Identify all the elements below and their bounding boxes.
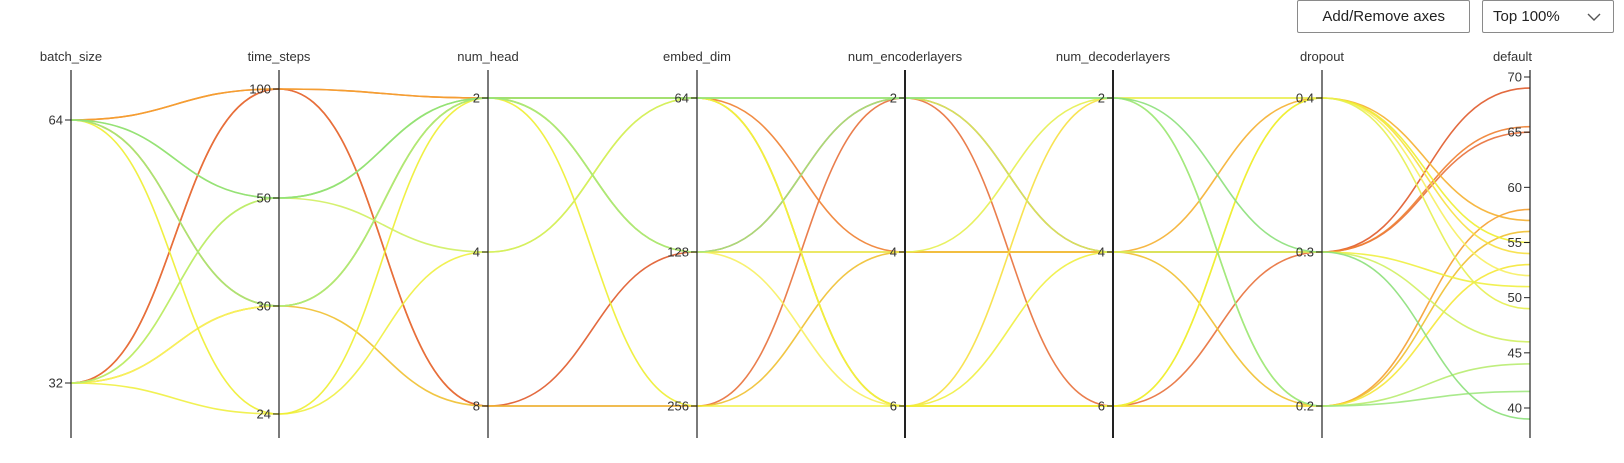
tick-label-default: 45	[1508, 345, 1522, 360]
axis-title-num_encoderlayers: num_encoderlayers	[848, 49, 963, 64]
tick-label-num_decoderlayers: 6	[1098, 399, 1105, 414]
run-line-2[interactable]	[70, 88, 1531, 253]
add-remove-axes-button[interactable]: Add/Remove axes	[1297, 0, 1470, 33]
axis-embed_dim[interactable]: embed_dim 64 128 256	[663, 49, 731, 438]
tick-label-embed_dim: 128	[667, 245, 689, 260]
run-line-5[interactable]	[70, 119, 1531, 407]
tick-label-dropout: 0.2	[1296, 399, 1314, 414]
tick-label-default: 55	[1508, 235, 1522, 250]
run-line-1[interactable]	[70, 88, 1531, 407]
axis-title-num_head: num_head	[457, 49, 518, 64]
tick-label-time_steps: 50	[257, 191, 271, 206]
tick-label-num_decoderlayers: 4	[1098, 245, 1105, 260]
tick-label-num_encoderlayers: 4	[890, 245, 897, 260]
tick-label-default: 40	[1508, 401, 1522, 416]
tick-label-time_steps: 30	[257, 299, 271, 314]
top-percent-select-value: Top 100%	[1493, 8, 1560, 25]
axis-title-time_steps: time_steps	[248, 49, 311, 64]
run-line-4[interactable]	[70, 97, 1531, 307]
tick-label-batch_size: 64	[49, 113, 63, 128]
axis-dropout[interactable]: dropout 0.2 0.3 0.4	[1296, 49, 1345, 438]
axis-title-batch_size: batch_size	[40, 49, 102, 64]
tick-label-dropout: 0.4	[1296, 91, 1314, 106]
axis-title-num_decoderlayers: num_decoderlayers	[1056, 49, 1171, 64]
run-line-14[interactable]	[70, 97, 1531, 407]
tick-label-num_decoderlayers: 2	[1098, 91, 1105, 106]
tick-label-default: 60	[1508, 180, 1522, 195]
axis-default[interactable]: default 40 45 50 55 60 65 70	[1493, 49, 1532, 438]
run-line-11[interactable]	[70, 97, 1531, 384]
axis-title-default: default	[1493, 49, 1532, 64]
axis-num_encoderlayers[interactable]: num_encoderlayers 2 4 6	[848, 49, 963, 438]
axis-title-embed_dim: embed_dim	[663, 49, 731, 64]
tick-label-num_encoderlayers: 2	[890, 91, 897, 106]
tick-label-num_encoderlayers: 6	[890, 399, 897, 414]
tick-label-default: 50	[1508, 290, 1522, 305]
tick-label-dropout: 0.3	[1296, 245, 1314, 260]
axis-batch_size[interactable]: batch_size 32 64	[40, 49, 102, 438]
axis-title-dropout: dropout	[1300, 49, 1344, 64]
tick-label-time_steps: 24	[257, 407, 271, 422]
tick-label-num_head: 2	[473, 91, 480, 106]
axis-num_decoderlayers[interactable]: num_decoderlayers 2 4 6	[1056, 49, 1171, 438]
tick-label-time_steps: 100	[249, 82, 271, 97]
tick-label-default: 65	[1508, 125, 1522, 140]
tick-label-embed_dim: 64	[675, 91, 689, 106]
tick-label-embed_dim: 256	[667, 399, 689, 414]
tick-label-batch_size: 32	[49, 376, 63, 391]
chevron-down-icon	[1587, 13, 1601, 21]
tick-label-num_head: 8	[473, 399, 480, 414]
top-percent-select[interactable]: Top 100%	[1482, 0, 1614, 33]
tick-label-num_head: 4	[473, 245, 480, 260]
tick-label-default: 70	[1508, 70, 1522, 85]
toolbar: Add/Remove axes Top 100%	[1297, 0, 1614, 36]
axes-layer: batch_size3264time_steps243050100num_hea…	[40, 49, 1532, 438]
axis-time_steps[interactable]: time_steps 24 30 50 100	[248, 49, 311, 438]
axis-num_head[interactable]: num_head 2 4 8	[457, 49, 519, 438]
